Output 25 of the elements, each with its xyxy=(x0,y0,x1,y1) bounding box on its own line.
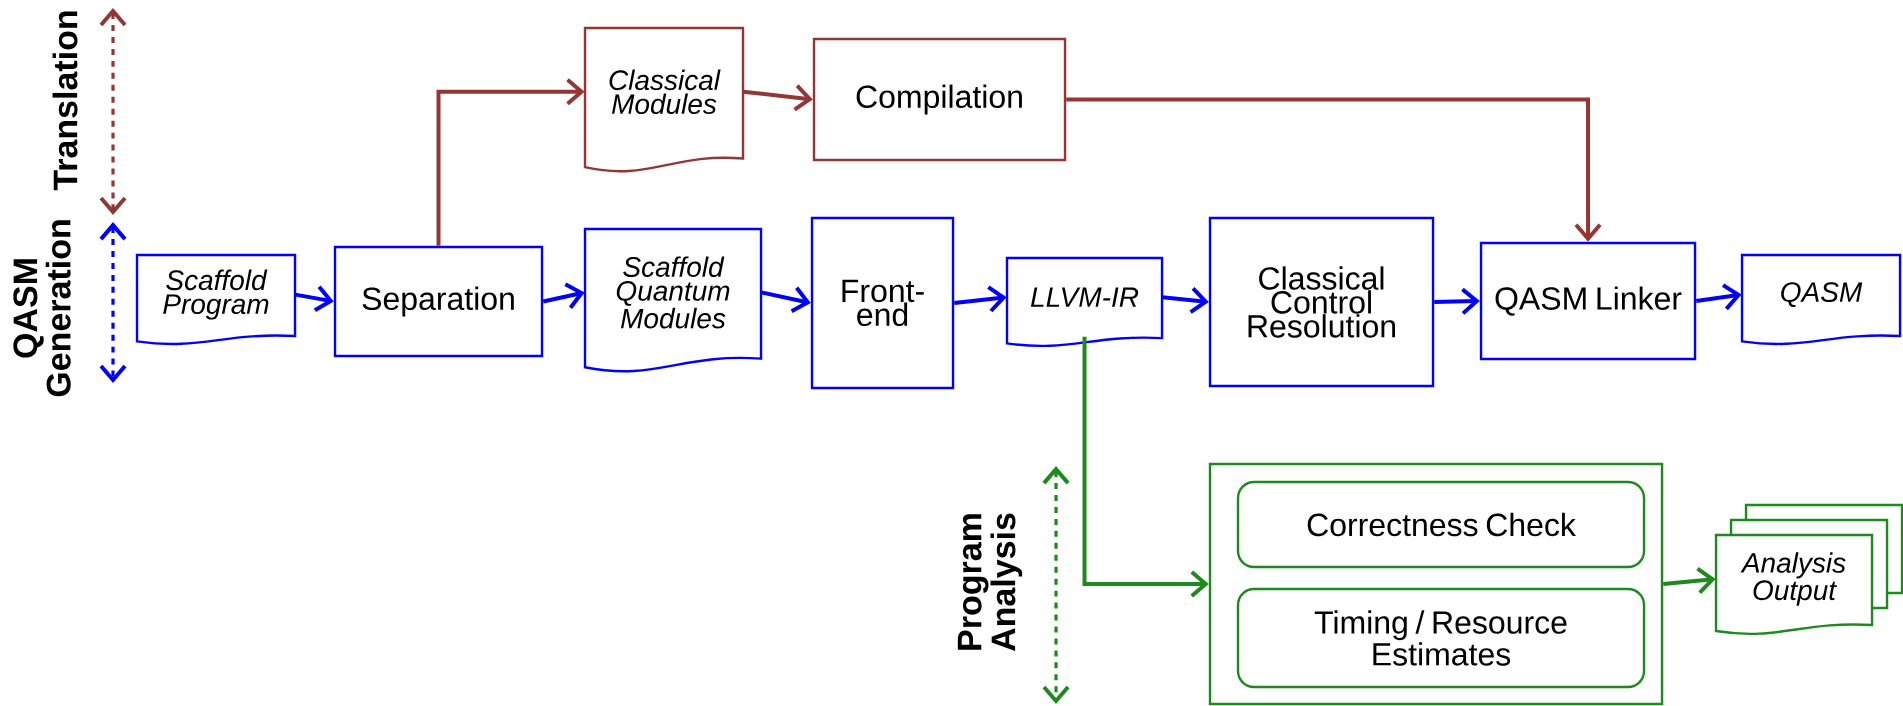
rounded-box: Timing / Resource Estimates xyxy=(1236,587,1646,689)
section-label: Translation xyxy=(52,11,78,191)
process-box: Compilation xyxy=(812,37,1067,162)
process-box xyxy=(1208,462,1664,706)
arrow xyxy=(743,84,813,112)
arrow xyxy=(295,285,334,312)
arrow xyxy=(1066,97,1602,242)
process-box: Front-end xyxy=(810,216,955,390)
arrow xyxy=(954,285,1007,313)
arrow xyxy=(1082,336,1209,598)
arrow xyxy=(1162,286,1209,314)
arrow xyxy=(1663,567,1716,594)
process-box: Separation xyxy=(333,245,544,358)
rounded-box: Correctness Check xyxy=(1236,480,1646,569)
node-label: Analysis Output xyxy=(1740,552,1846,606)
document-stack: Analysis Output xyxy=(1714,503,1903,635)
section-label: Program Analysis xyxy=(957,513,1023,652)
arrow xyxy=(436,78,585,246)
process-box: QASM Linker xyxy=(1479,241,1697,361)
process-box: Classical Control Resolution xyxy=(1208,216,1435,388)
arrow xyxy=(1434,287,1480,315)
arrow xyxy=(542,282,585,309)
arrow xyxy=(761,286,811,313)
arrow xyxy=(1695,283,1742,311)
section-label: QASM Generation xyxy=(13,220,71,397)
